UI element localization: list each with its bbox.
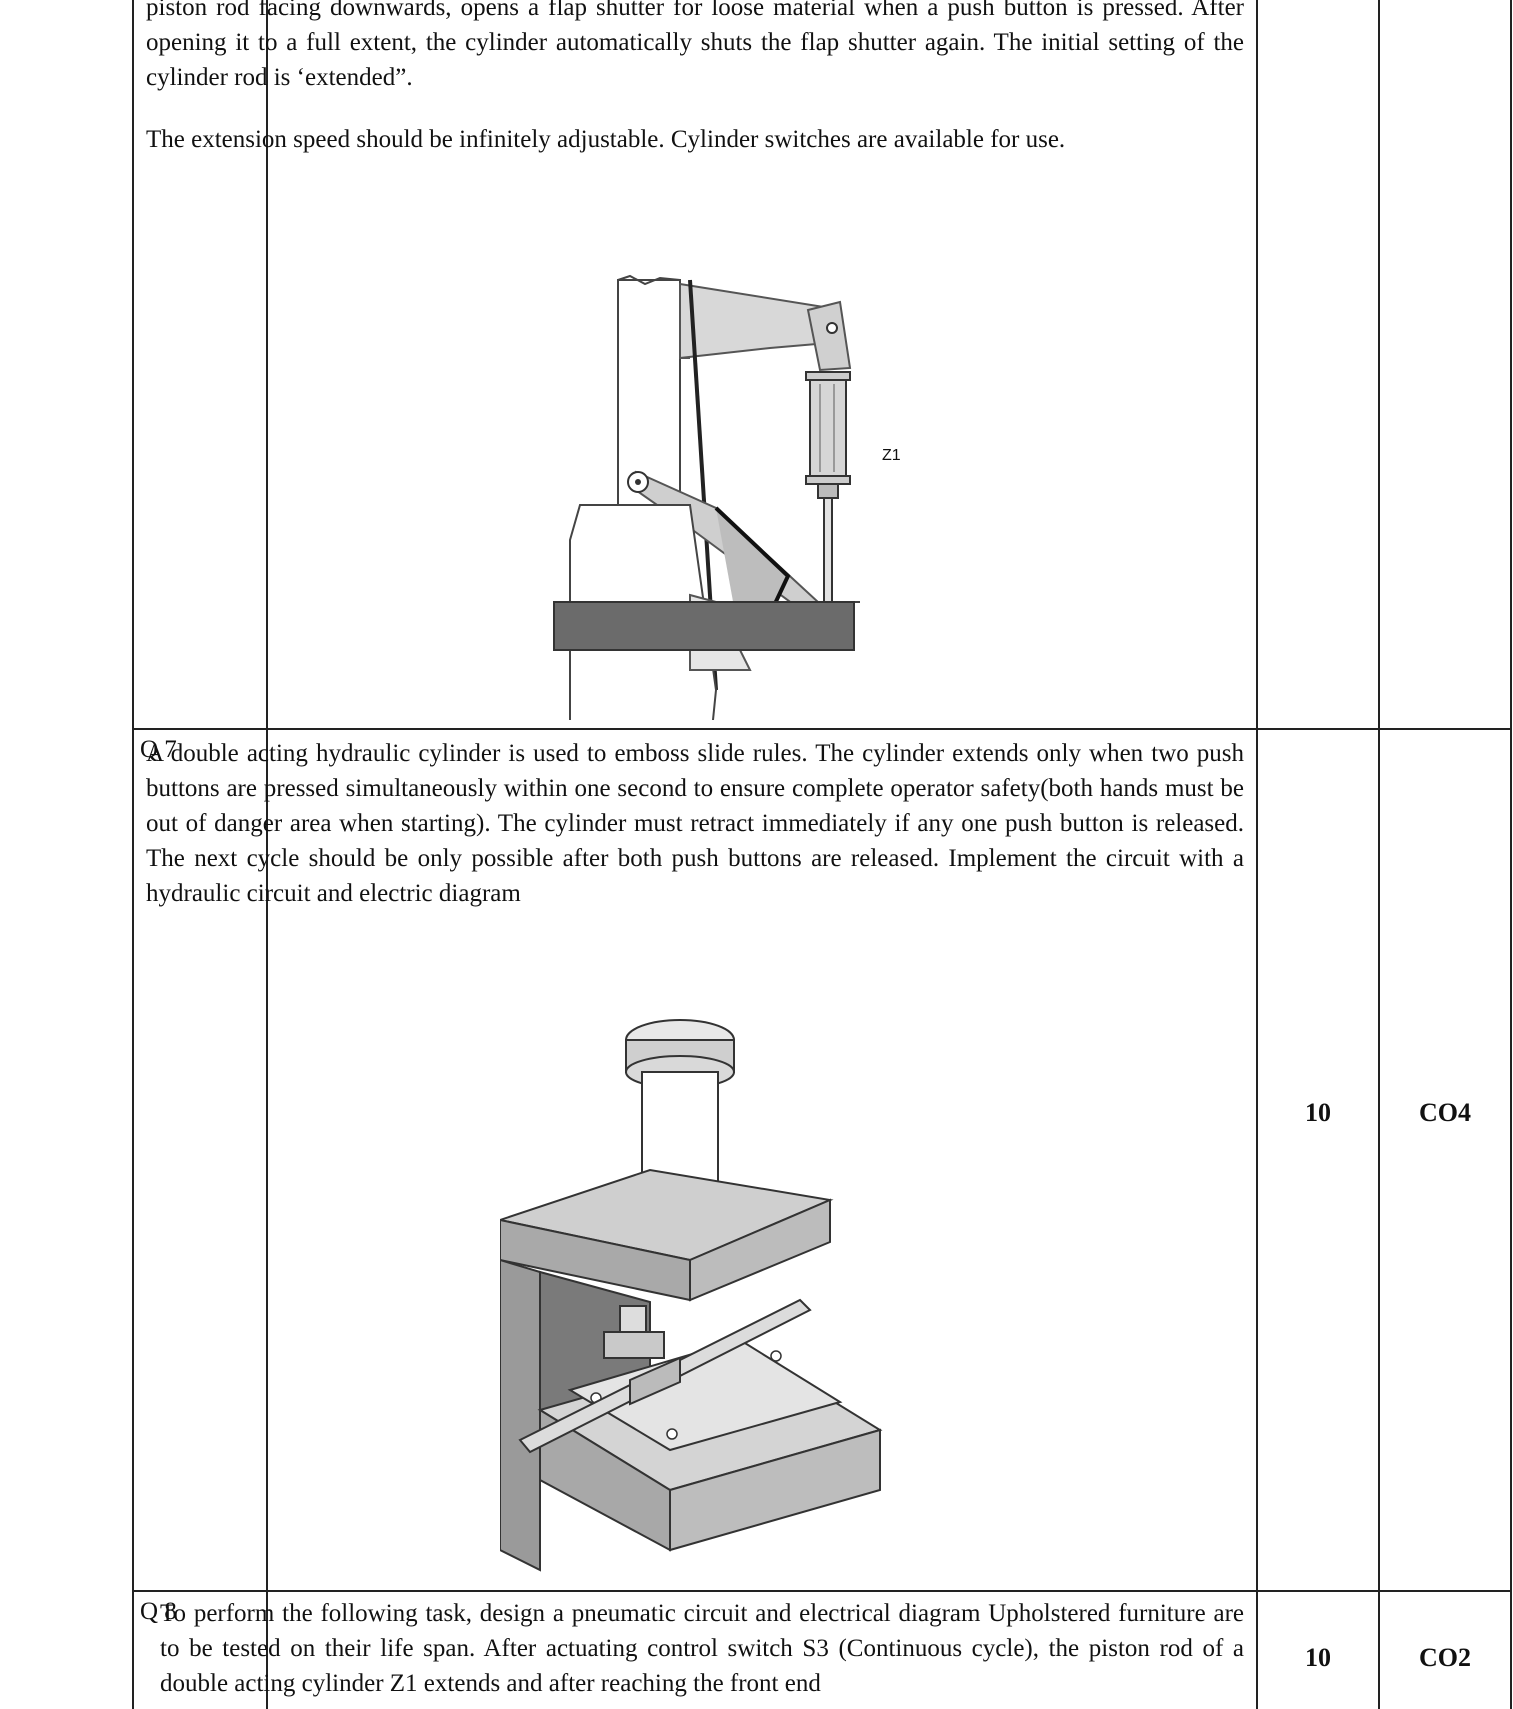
col-divider-1 bbox=[266, 0, 268, 1709]
question-text: A double acting hydraulic cylinder is us… bbox=[146, 740, 1244, 907]
row-divider-q7 bbox=[132, 728, 1512, 730]
question-number: Q 8 bbox=[140, 1598, 177, 1625]
marks-value: 10 bbox=[1305, 1643, 1331, 1672]
row-divider-q8 bbox=[132, 1590, 1512, 1592]
col-divider-3 bbox=[1378, 0, 1380, 1709]
table-border-right bbox=[1510, 0, 1512, 1709]
question-number: Q 7 bbox=[140, 736, 177, 763]
figure-label-z1: Z1 bbox=[882, 447, 901, 464]
marks-value: 10 bbox=[1305, 1098, 1331, 1127]
table-border-left bbox=[132, 0, 134, 1709]
question-text: piston rod facing downwards, opens a fla… bbox=[146, 0, 1244, 91]
question-text: The extension speed should be infinitely… bbox=[146, 126, 1066, 153]
flap-shutter-figure: Z1 bbox=[553, 274, 901, 720]
course-outcome: CO2 bbox=[1419, 1643, 1471, 1672]
col-divider-2 bbox=[1256, 0, 1258, 1709]
course-outcome: CO4 bbox=[1419, 1098, 1471, 1127]
question-text: To perform the following task, design a … bbox=[160, 1600, 1244, 1697]
embossing-press-figure bbox=[500, 1019, 883, 1572]
